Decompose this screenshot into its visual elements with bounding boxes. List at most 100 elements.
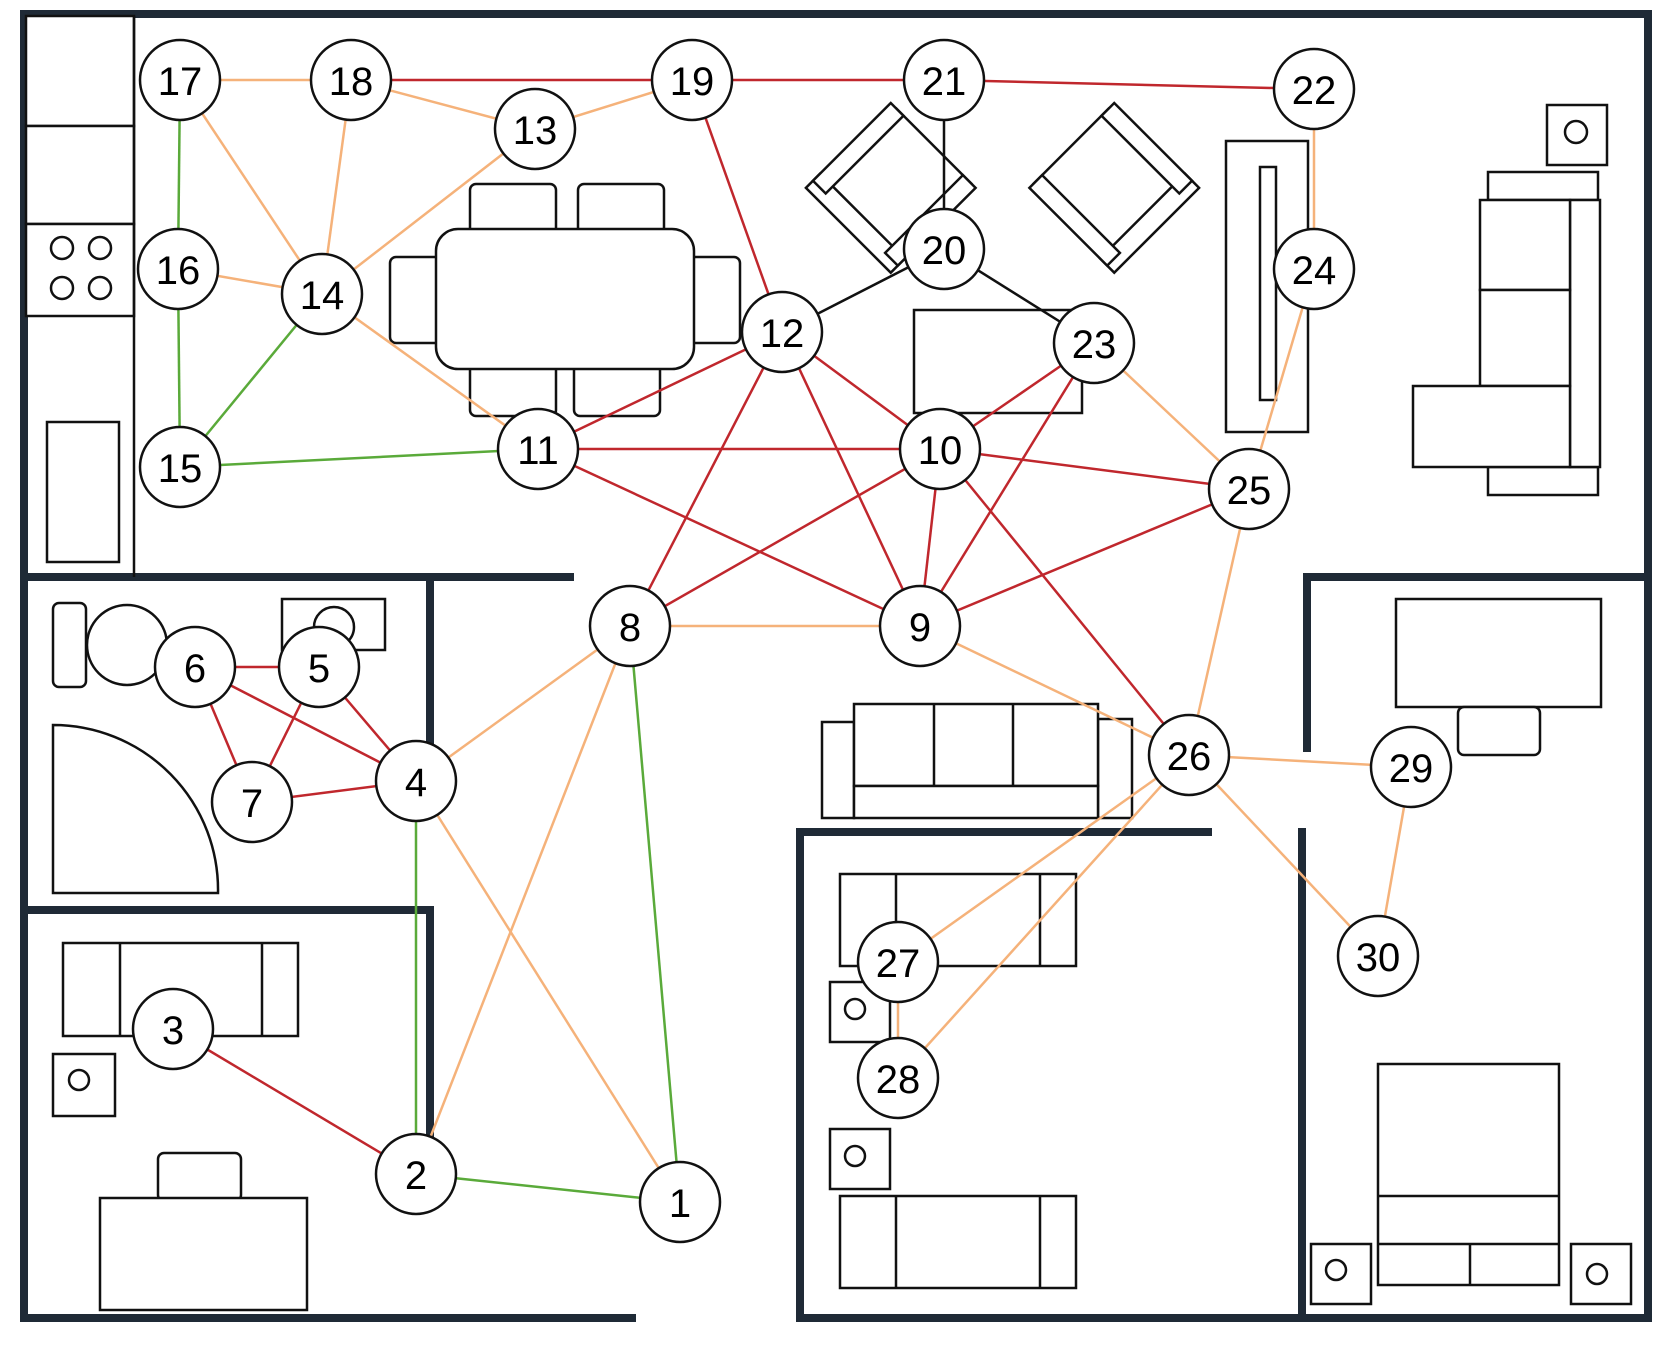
node-label: 22 — [1292, 69, 1337, 113]
node-label: 1 — [669, 1182, 691, 1226]
edge-19-12 — [690, 79, 784, 333]
node-circle — [1052, 301, 1136, 385]
edge-6-4 — [194, 665, 417, 783]
node-circle — [1336, 914, 1420, 998]
fridge — [45, 420, 121, 564]
edge-8-4 — [415, 624, 631, 783]
sofa — [852, 702, 1100, 788]
node-14: 14 — [280, 252, 364, 336]
node-circle — [588, 584, 672, 668]
walls — [20, 10, 1652, 1322]
node-label: 6 — [184, 647, 206, 691]
node-label: 29 — [1389, 747, 1434, 791]
edge-15-11 — [179, 447, 539, 469]
edge-10-26 — [939, 448, 1190, 756]
armchair — [1027, 101, 1201, 275]
desk — [98, 1196, 309, 1312]
sofa-arm — [1096, 717, 1134, 820]
node-label: 26 — [1167, 735, 1212, 779]
node-label: 8 — [619, 606, 641, 650]
node-circle — [138, 425, 222, 509]
node-16: 16 — [136, 227, 220, 311]
node-28: 28 — [856, 1036, 940, 1120]
desk-chair — [156, 1151, 243, 1203]
edge-21-22 — [943, 78, 1315, 91]
node-label: 12 — [760, 312, 805, 356]
node-label: 17 — [158, 60, 203, 104]
sofa-chaise — [1411, 384, 1572, 469]
node-circle — [138, 38, 222, 122]
edge-13-14 — [321, 128, 536, 295]
sofa-arm — [820, 720, 856, 820]
node-24: 24 — [1272, 227, 1356, 311]
node-circle — [638, 1160, 722, 1244]
edge-9-26 — [919, 624, 1190, 757]
stove-burner — [49, 275, 75, 301]
stove-burner — [87, 235, 113, 261]
edge-10-25 — [939, 447, 1250, 491]
lamp — [1563, 119, 1589, 145]
stove-burner — [87, 275, 113, 301]
node-3: 3 — [131, 987, 215, 1071]
edge-26-28 — [897, 754, 1190, 1079]
node-2: 2 — [374, 1132, 458, 1216]
node-circle — [902, 38, 986, 122]
node-circle — [153, 625, 237, 709]
node-29: 29 — [1369, 725, 1453, 809]
node-19: 19 — [650, 38, 734, 122]
node-circle — [493, 87, 577, 171]
node-circle — [131, 987, 215, 1071]
node-label: 4 — [405, 761, 427, 805]
node-label: 21 — [922, 60, 967, 104]
node-6: 6 — [153, 625, 237, 709]
node-25: 25 — [1207, 447, 1291, 531]
node-27: 27 — [856, 920, 940, 1004]
node-26: 26 — [1147, 713, 1231, 797]
edge-12-11 — [537, 330, 783, 451]
kitchen-stove — [24, 222, 136, 318]
node-circle — [740, 290, 824, 374]
node-circle — [210, 760, 294, 844]
side-table — [1545, 103, 1609, 167]
lamp — [843, 997, 867, 1021]
node-circle — [856, 920, 940, 1004]
node-label: 18 — [329, 60, 374, 104]
node-circle — [898, 407, 982, 491]
edge-4-1 — [414, 780, 682, 1203]
toilet-tank — [51, 601, 88, 689]
node-circle — [650, 38, 734, 122]
node-label: 14 — [300, 274, 345, 318]
node-15: 15 — [138, 425, 222, 509]
node-label: 10 — [918, 429, 963, 473]
node-circle — [309, 38, 393, 122]
edge-14-11 — [321, 292, 539, 451]
lamp — [1324, 1258, 1348, 1282]
sofa — [838, 1194, 1078, 1290]
node-circle — [374, 1132, 458, 1216]
node-circle — [374, 739, 458, 823]
node-1: 1 — [638, 1160, 722, 1244]
node-label: 30 — [1356, 936, 1401, 980]
node-7: 7 — [210, 760, 294, 844]
bed — [1376, 1062, 1561, 1287]
node-label: 9 — [909, 606, 931, 650]
node-label: 25 — [1227, 469, 1272, 513]
sofa-seat — [1478, 198, 1572, 292]
edge-12-8 — [628, 331, 784, 627]
node-23: 23 — [1052, 301, 1136, 385]
node-8: 8 — [588, 584, 672, 668]
node-9: 9 — [878, 584, 962, 668]
node-label: 28 — [876, 1058, 921, 1102]
node-label: 11 — [517, 429, 559, 473]
desk — [1394, 597, 1603, 709]
edge-3-2 — [172, 1027, 417, 1176]
node-circle — [280, 252, 364, 336]
furniture — [24, 14, 1633, 1312]
node-label: 15 — [158, 447, 203, 491]
edge-10-8 — [629, 447, 941, 628]
node-13: 13 — [493, 87, 577, 171]
node-label: 13 — [513, 109, 558, 153]
edge-11-9 — [537, 447, 921, 628]
